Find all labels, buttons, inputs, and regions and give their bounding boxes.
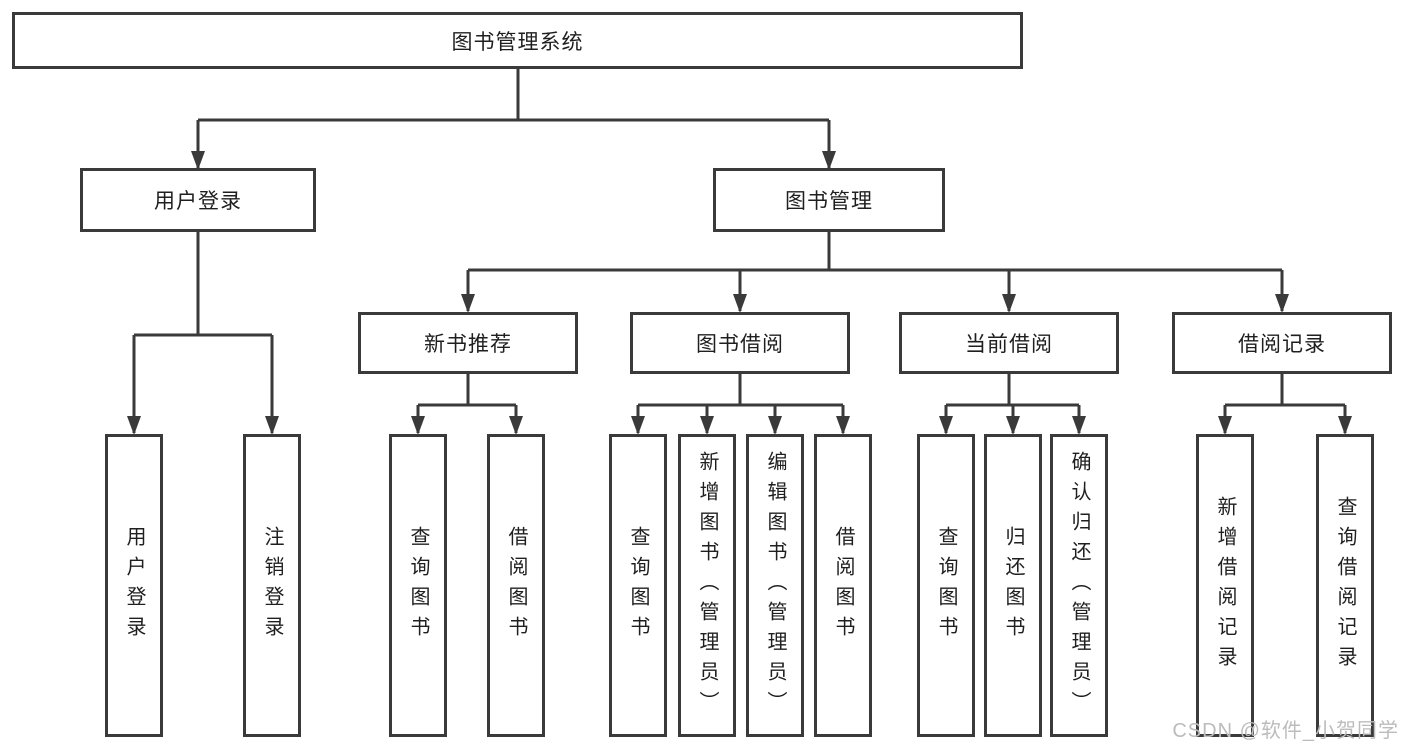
leaf-return-book-label: 归还图书 [1002, 525, 1024, 646]
leaf-query-books-recommend: 查询图书 [389, 434, 447, 737]
node-new-book-recommend: 新书推荐 [358, 312, 578, 374]
leaf-add-borrow-record: 新增借阅记录 [1196, 434, 1254, 737]
leaf-confirm-return-admin-label: 确认归还（管理员） [1068, 450, 1090, 721]
leaf-add-book-admin: 新增图书（管理员） [678, 434, 736, 737]
leaf-add-borrow-record-label: 新增借阅记录 [1214, 495, 1236, 676]
leaf-borrow-books-recommend-label: 借阅图书 [505, 525, 527, 646]
leaf-add-book-admin-label: 新增图书（管理员） [696, 450, 718, 721]
leaf-query-books-current-label: 查询图书 [935, 525, 957, 646]
node-book-management: 图书管理 [713, 168, 945, 232]
node-user-login: 用户登录 [80, 168, 316, 232]
leaf-query-books-current: 查询图书 [917, 434, 975, 737]
leaf-logout: 注销登录 [243, 434, 301, 737]
leaf-query-borrow-record-label: 查询借阅记录 [1334, 495, 1356, 676]
leaf-borrow-books-recommend: 借阅图书 [487, 434, 545, 737]
leaf-borrow-books: 借阅图书 [814, 434, 872, 737]
node-book-borrowing: 图书借阅 [630, 312, 850, 374]
leaf-edit-book-admin: 编辑图书（管理员） [746, 434, 804, 737]
leaf-user-login-label: 用户登录 [123, 525, 145, 646]
leaf-confirm-return-admin: 确认归还（管理员） [1050, 434, 1108, 737]
leaf-return-book: 归还图书 [984, 434, 1042, 737]
node-root: 图书管理系统 [12, 12, 1023, 69]
leaf-query-borrow-record: 查询借阅记录 [1316, 434, 1374, 737]
node-borrowing-records: 借阅记录 [1172, 312, 1392, 374]
node-current-borrowing: 当前借阅 [899, 312, 1119, 374]
leaf-user-login: 用户登录 [105, 434, 163, 737]
leaf-logout-label: 注销登录 [261, 525, 283, 646]
leaf-borrow-books-label: 借阅图书 [832, 525, 854, 646]
leaf-query-books-borrow-label: 查询图书 [627, 525, 649, 646]
leaf-query-books-recommend-label: 查询图书 [407, 525, 429, 646]
watermark: CSDN @软件_小贺同学 [1172, 720, 1399, 742]
leaf-edit-book-admin-label: 编辑图书（管理员） [764, 450, 786, 721]
leaf-query-books-borrow: 查询图书 [609, 434, 667, 737]
